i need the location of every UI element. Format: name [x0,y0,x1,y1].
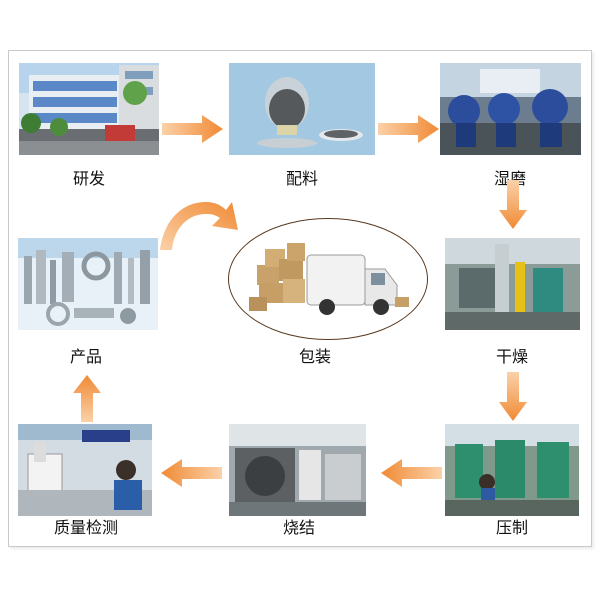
arrow-curved [160,202,238,250]
product-photo [18,238,158,330]
wet-milling-photo [440,63,581,155]
research-building-photo [19,63,159,155]
drying-photo [445,238,580,330]
arrow-up-1 [73,375,101,422]
step-drying-label: 干燥 [495,347,528,366]
arrow-down-2 [499,372,527,421]
sintering-photo [229,424,366,516]
step-research-label: 研发 [72,169,105,188]
pressing-photo [445,424,579,516]
arrow-left-1 [381,459,442,487]
step-batching-label: 配料 [285,169,318,188]
quality-check-photo [18,424,152,516]
batching-powder-photo [229,63,375,155]
step-packaging-label: 包装 [298,347,331,366]
step-pressing-label: 压制 [495,518,528,537]
arrow-left-2 [161,459,222,487]
arrow-right-2 [378,115,439,143]
step-product-label: 产品 [69,347,102,366]
step-sintering-label: 烧结 [282,518,315,537]
arrow-down-1 [499,180,527,229]
step-quality-check-label: 质量检测 [53,518,118,537]
packaging-ellipse [228,218,428,340]
arrow-right-1 [162,115,223,143]
diagram-frame [8,50,592,547]
